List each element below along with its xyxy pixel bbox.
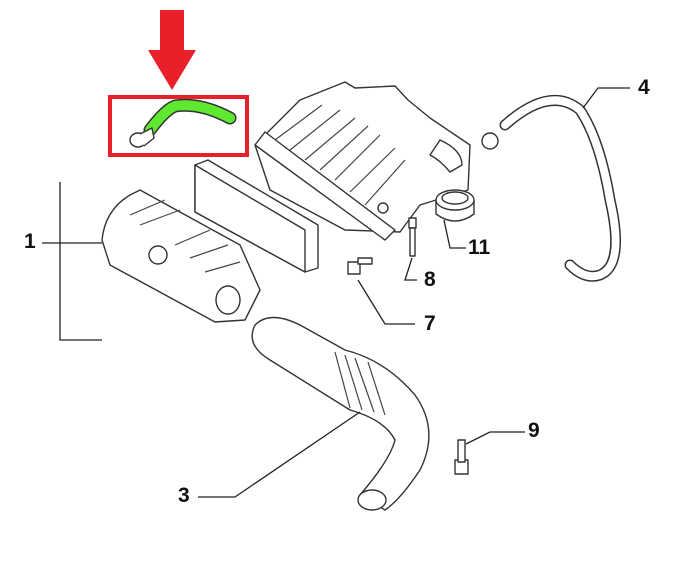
bolt-9[interactable] — [454, 439, 469, 475]
breather-hose[interactable] — [499, 94, 622, 282]
red-arrow-icon — [148, 10, 196, 90]
leader-lines — [42, 87, 630, 498]
callout-8: 8 — [424, 268, 436, 291]
air-filter-element[interactable] — [194, 159, 319, 273]
highlight-box — [108, 95, 249, 157]
air-filter-upper-housing[interactable] — [254, 81, 471, 241]
intake-duct[interactable] — [251, 316, 430, 511]
hose-clamp[interactable] — [481, 132, 499, 150]
bolt-7[interactable] — [347, 257, 373, 275]
callout-3: 3 — [178, 484, 190, 507]
highlighted-hose[interactable] — [129, 98, 237, 148]
callout-9: 9 — [528, 419, 540, 442]
callout-4: 4 — [638, 76, 650, 99]
grommet[interactable] — [435, 189, 475, 222]
callout-1: 1 — [24, 230, 36, 253]
screw-8[interactable] — [408, 217, 417, 257]
air-filter-lower-housing[interactable] — [101, 189, 261, 323]
callout-7: 7 — [424, 312, 436, 335]
callout-11: 11 — [468, 236, 491, 259]
